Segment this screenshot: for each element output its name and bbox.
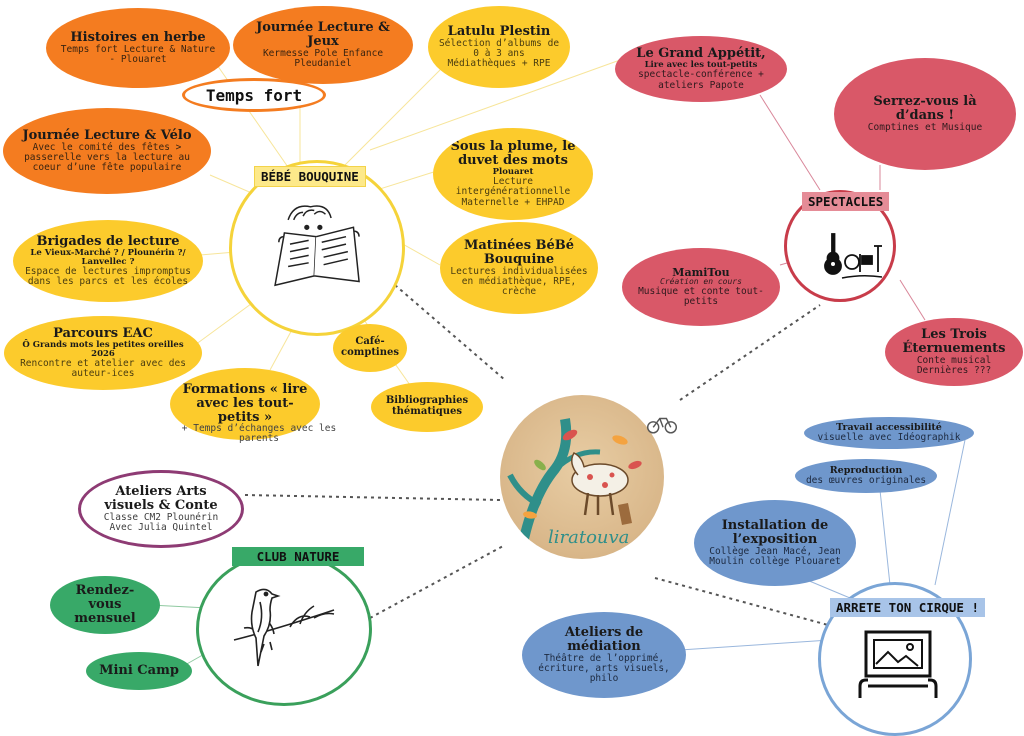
node-desc: Musique et conte tout-petits [638,286,764,308]
node-desc: Comptines et Musique [867,121,983,133]
node-title: Mini Camp [99,662,179,678]
node-desc: Théâtre de l’opprimé, écriture, arts vis… [538,652,670,685]
node-desc: Kermesse Pole Enfance Pleudaniel [262,47,384,70]
bird-on-branch-icon [233,588,335,667]
spectacles-label: SPECTACLES [802,192,890,211]
node-title: Journée Lecture & Jeux [256,19,390,49]
liratouva-logo-text: liratouva [548,527,630,548]
node-title: Installation de l’exposition [721,517,829,547]
node-brigades-de-lecture: Brigades de lecture Le Vieux-Marché ? / … [13,220,203,302]
node-title: Journée Lecture & Vélo [22,127,192,143]
node-title: Ateliers de médiation [564,624,644,654]
node-ateliers-arts-visuels: Ateliers Arts visuels & Conte Classe CM2… [78,470,244,548]
formations-desc: + Temps d’échanges avec les parents [181,423,337,445]
node-title: Travail accessibilité [836,421,942,433]
node-sub: Ô Grands mots les petites oreilles 2026 [22,339,184,359]
node-desc: Espace de lectures impromptus dans les p… [25,265,191,288]
node-title: Formations « lire avec les tout-petits » [182,381,308,426]
node-desc: Conte musical Dernières ??? [916,354,992,377]
node-title: Serrez-vous là d’dans ! [873,93,977,123]
club-nature-hub [196,552,372,706]
bebe-bouquine-label: BÉBÉ BOUQUINE [254,166,366,187]
node-travail-accessibilite: Travail accessibilité visuelle avec Idéo… [804,417,974,449]
node-formations: Formations « lire avec les tout-petits » [170,368,320,440]
arrete-ton-cirque-label: ARRETE TON CIRQUE ! [830,598,985,617]
node-bibliographies: Bibliographies thématiques [371,382,483,432]
node-title: Matinées BéBé Bouquine [463,237,575,267]
node-sub: Plouaret [492,167,534,178]
node-title: Rendez-vous mensuel [74,582,136,627]
node-title: Histoires en herbe [70,29,206,45]
node-desc: Lecture intergénérationnelle Maternelle … [455,176,571,208]
guitar-drums-icon [824,233,883,279]
temps-fort-label: Temps fort [182,78,326,112]
node-desc: Collège Jean Macé, Jean Moulin collège P… [709,545,841,568]
club-nature-label: CLUB NATURE [232,547,364,566]
node-desc: visuelle avec Idéographik [817,432,961,443]
node-desc: Classe CM2 Plounérin Avec Julia Quintel [103,511,219,534]
node-sub: Le Vieux-Marché ? / Plounérin ?/ Lanvell… [30,247,186,267]
child-reading-book-icon [274,205,360,287]
node-mini-camp: Mini Camp [86,652,192,690]
bicycle-icon [646,417,678,434]
node-serrez-vous: Serrez-vous là d’dans ! Comptines et Mus… [834,58,1016,170]
node-installation-exposition: Installation de l’exposition Collège Jea… [694,500,856,586]
node-parcours-eac: Parcours EAC Ô Grands mots les petites o… [4,316,202,390]
node-title: Ateliers Arts visuels & Conte [104,483,218,513]
node-title: Le Grand Appétit, [636,46,766,62]
node-title: Parcours EAC [53,325,153,341]
node-les-trois-eternuements: Les Trois Éternuements Conte musical Der… [885,318,1023,386]
node-title: Latulu Plestin [447,23,551,39]
liratouva-logo: liratouva [500,395,664,559]
node-journee-lecture-jeux: Journée Lecture & Jeux Kermesse Pole Enf… [233,6,413,84]
node-title: Les Trois Éternuements [902,326,1006,356]
node-desc: spectacle-conférence + ateliers Papote [638,69,764,91]
node-desc: des œuvres originales [805,475,927,486]
temps-fort-text: Temps fort [205,85,303,105]
node-latulu-plestin: Latulu Plestin Sélection d’albums de 0 à… [428,6,570,88]
node-cafe-comptines: Café-comptines [333,324,407,372]
node-mamitou: MamiTou Création en cours Musique et con… [622,248,780,326]
liratouva-logo-illustration [507,418,642,559]
node-matinees-bebe-bouquine: Matinées BéBé Bouquine Lectures individu… [440,222,598,314]
node-desc: Temps fort Lecture & Nature - Plouaret [60,43,216,66]
framed-picture-icon [858,630,938,698]
node-title: Reproduction [829,464,903,476]
node-sous-la-plume: Sous la plume, le duvet des mots Plouare… [433,128,593,220]
node-sub: Création en cours [660,277,742,287]
node-ateliers-de-mediation: Ateliers de médiation Théâtre de l’oppri… [522,612,686,698]
node-reproduction: Reproduction des œuvres originales [795,459,937,493]
node-desc: Lectures individualisées en médiathèque,… [450,265,588,298]
node-desc: Avec le comité des fêtes > passerelle ve… [24,141,190,174]
node-title: Brigades de lecture [36,233,180,249]
node-desc: Rencontre et atelier avec des auteur-ice… [20,357,186,380]
node-desc: Sélection d’albums de 0 à 3 ans Médiathè… [438,37,560,70]
node-title: Café-comptines [340,336,399,358]
node-journee-lecture-velo: Journée Lecture & Vélo Avec le comité de… [3,108,211,194]
node-title: MamiTou [672,265,730,279]
node-title: Sous la plume, le duvet des mots [450,139,576,169]
node-sub: Lire avec les tout-petits [644,60,758,71]
node-title: Bibliographies thématiques [385,395,469,417]
node-rendez-vous-mensuel: Rendez-vous mensuel [50,576,160,634]
node-histoires-en-herbe: Histoires en herbe Temps fort Lecture & … [46,8,230,88]
node-le-grand-appetit: Le Grand Appétit, Lire avec les tout-pet… [615,36,787,102]
